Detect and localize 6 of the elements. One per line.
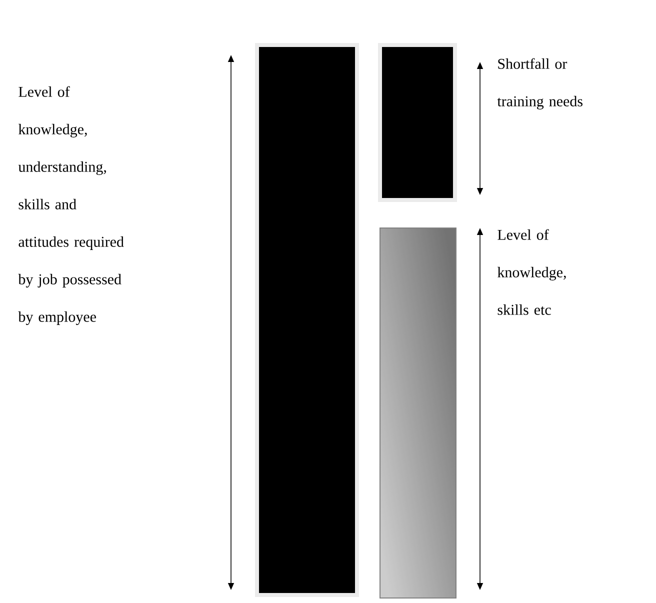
bar [255, 43, 359, 597]
label-text: Shortfall or training needs [497, 58, 582, 110]
label-text: Level of knowledge, skills etc [498, 229, 566, 315]
label-text: Level of knowledge, understanding, skills and attitudes required by job possessed by employee [18, 86, 124, 325]
bar [378, 43, 457, 202]
bar [380, 228, 456, 598]
